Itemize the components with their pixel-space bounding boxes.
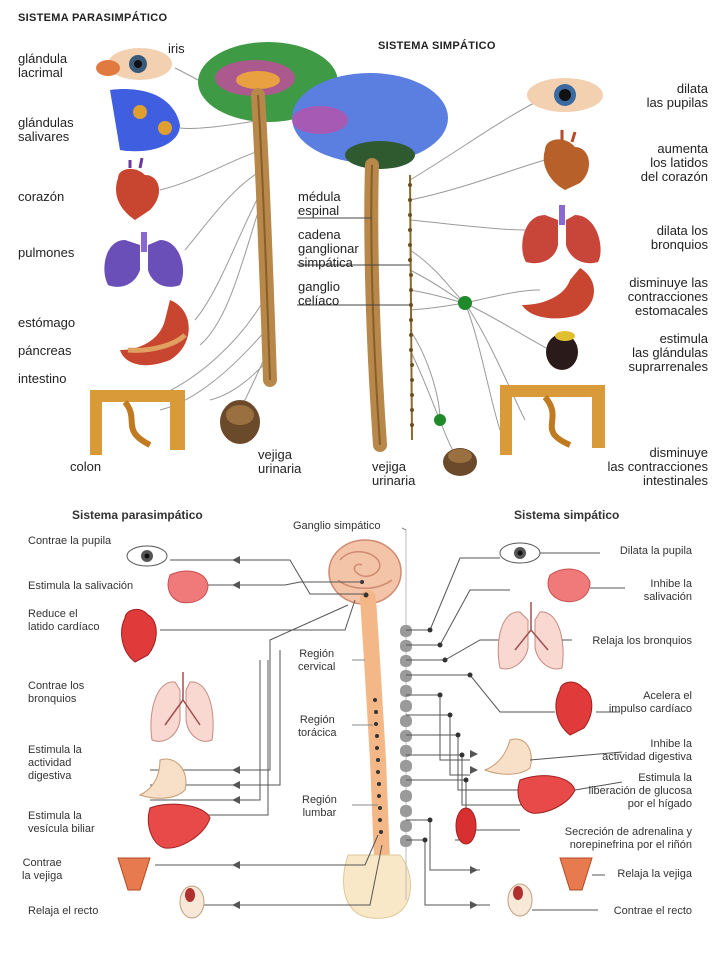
label-contrae-pupila: Contrae la pupila [28,535,112,547]
label-intestino: intestino [18,371,67,386]
label-secrecion-adrenalina: Secreción de adrenalina y norepinefrina … [564,826,692,851]
mesenteric-ganglion [434,414,446,426]
left-arrows [232,556,240,909]
chain-ganglia [408,183,414,427]
label-pulmones: pulmones [18,245,75,260]
label-estimula-digestiva: Estimula la actividad digestiva [28,744,82,782]
colon-right [500,385,605,455]
heart-left [115,157,160,220]
colon-left [90,390,185,455]
sympathetic-nerves [409,99,551,456]
bladder-bottom-left [117,857,151,891]
heart-bottom-left [121,608,157,663]
label-estomago: estómago [18,315,76,330]
eye-left [96,48,172,80]
rectum-bottom-right [507,883,533,917]
label-inhibe-salivacion: Inhibe la salivación [643,578,692,603]
lungs-right [522,205,601,264]
eye-right [527,78,603,112]
salivary-bottom-right [547,568,591,603]
parasympathetic-pathways [150,559,383,906]
label-colon: colon [70,459,102,474]
liver-bottom-right [517,775,576,814]
adrenal-gland [546,331,578,370]
label-region-toracica: Región torácica [298,714,337,739]
salivary-bottom-left [167,570,209,604]
title-parasympathetic: SISTEMA PARASIMPÁTICO [18,12,168,24]
label-liberacion-glucosa: Estimula la liberación de glucosa por el… [588,772,692,810]
sympathetic-pathways [406,557,555,906]
label-estimula-vesicula: Estimula la vesícula biliar [28,810,95,835]
lungs-bottom-left [150,672,214,742]
label-ganglio-simpatico: Ganglio simpático [293,520,381,532]
rectum-bottom-left [179,885,205,919]
label-contrae-vejiga: Contrae la vejiga [22,857,63,882]
heart-bottom-right [555,681,593,736]
label-estimula-salivacion: Estimula la salivación [28,580,134,592]
right-dots [422,627,473,843]
lungs-bottom-right [497,602,564,670]
label-relaja-recto: Relaja el recto [28,905,99,917]
brain-bottom [328,539,402,605]
label-pupilas: dilata las pupilas [646,81,708,110]
label-celiaco: ganglio celíaco [298,279,340,308]
label-iris: iris [168,41,185,56]
label-pancreas: páncreas [18,343,72,358]
bladder-bottom-right [559,857,593,891]
right-leaders [476,552,625,911]
label-lacrimal: glándula lacrimal [18,51,68,80]
label-relaja-bronquios: Relaja los bronquios [592,635,692,647]
label-reduce-latido: Reduce el latido cardíaco [28,608,100,633]
title-sympathetic-bottom: Sistema simpático [514,508,620,522]
label-contrae-recto: Contrae el recto [613,905,692,917]
eye-bottom-right [499,542,541,564]
celiac-ganglion [458,296,472,310]
bladder-left [220,400,260,444]
label-estomacales: disminuye las contracciones estomacales [627,275,708,318]
bladder-right [443,448,477,476]
label-corazon: corazón [18,189,65,204]
heart-right [543,130,590,190]
title-sympathetic: SISTEMA SIMPÁTICO [378,40,496,52]
title-parasympathetic-bottom: Sistema parasimpático [72,508,203,522]
label-dilata-pupila: Dilata la pupila [619,545,692,557]
label-vejiga-right: vejiga urinaria [372,459,416,488]
label-bronquios: dilata los bronquios [650,223,708,252]
spinal-cord-bottom [360,590,390,868]
right-arrows [470,750,478,909]
label-leaders [297,217,410,306]
cord-dots [360,580,383,834]
label-medula: médula espinal [298,189,341,218]
lungs-left [104,232,184,287]
kidney-bottom-right [455,807,477,845]
brain-blue [292,73,448,163]
label-cadena: cadena ganglionar simpática [298,227,359,270]
stomach-bottom-right [483,738,532,775]
label-vejiga-left: vejiga urinaria [258,447,302,476]
liver-bottom-left [147,803,211,849]
center-leaders [352,527,407,806]
stomach-bottom-left [138,758,187,799]
stomach-right [522,268,595,319]
label-inhibe-digestiva: Inhibe la actividad digestiva [602,738,692,763]
label-suprarrenales: estimula las glándulas suprarrenales [628,331,709,374]
label-intestinales: disminuye las contracciones intestinales [607,445,708,488]
label-relaja-vejiga: Relaja la vejiga [617,868,692,880]
label-acelera-impulso: Acelera el impulso cardíaco [608,690,692,715]
sympathetic-chain-bottom [400,530,412,900]
label-region-lumbar: Región lumbar [302,794,337,819]
top-illustration [90,42,605,476]
label-latidos: aumenta los latidos del corazón [640,141,708,184]
label-salivares: glándulas salivares [18,115,74,144]
stomach-left [120,300,189,366]
salivary-glands [110,89,180,152]
label-contrae-bronquios: Contrae los bronquios [28,680,85,705]
eye-bottom-left [126,545,168,567]
parasympathetic-nerves [149,67,269,411]
pelvis [343,854,411,919]
label-region-cervical: Región cervical [298,648,336,673]
